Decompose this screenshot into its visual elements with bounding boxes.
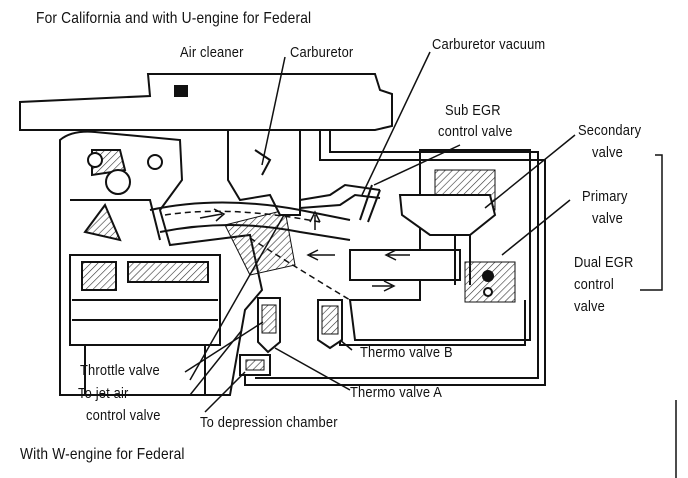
label-jet-air-2: control valve (86, 407, 161, 424)
label-carburetor-vacuum: Carburetor vacuum (432, 36, 546, 53)
label-air-cleaner: Air cleaner (180, 44, 244, 61)
label-jet-air-1: To jet air (78, 385, 129, 402)
label-dual-egr-1: Dual EGR (574, 254, 634, 271)
thermo-valve-b (317, 299, 343, 350)
bottom-caption: With W-engine for Federal (20, 446, 185, 463)
flow-arrows (199, 208, 410, 292)
dual-egr-valve-body (348, 149, 531, 341)
label-depression-chamber: To depression chamber (200, 414, 338, 431)
label-sub-egr-1: Sub EGR (445, 102, 501, 119)
label-primary-2: valve (592, 210, 623, 227)
label-dual-egr-3: valve (574, 298, 605, 315)
thermo-valve-a (239, 297, 281, 376)
label-throttle-valve: Throttle valve (80, 362, 160, 379)
leader-lines (184, 51, 663, 413)
air-cleaner (19, 73, 393, 131)
engine-block (59, 130, 296, 396)
label-carburetor: Carburetor (290, 44, 354, 61)
label-dual-egr-2: control (574, 276, 614, 293)
label-sub-egr-2: control valve (438, 123, 513, 140)
label-secondary-1: Secondary (578, 122, 642, 139)
top-caption: For California and with U-engine for Fed… (36, 10, 312, 27)
intake-manifold (149, 201, 351, 301)
label-thermo-valve-b: Thermo valve B (360, 344, 453, 361)
label-thermo-valve-a: Thermo valve A (350, 384, 443, 401)
label-primary-1: Primary (582, 188, 628, 205)
label-secondary-2: valve (592, 144, 623, 161)
